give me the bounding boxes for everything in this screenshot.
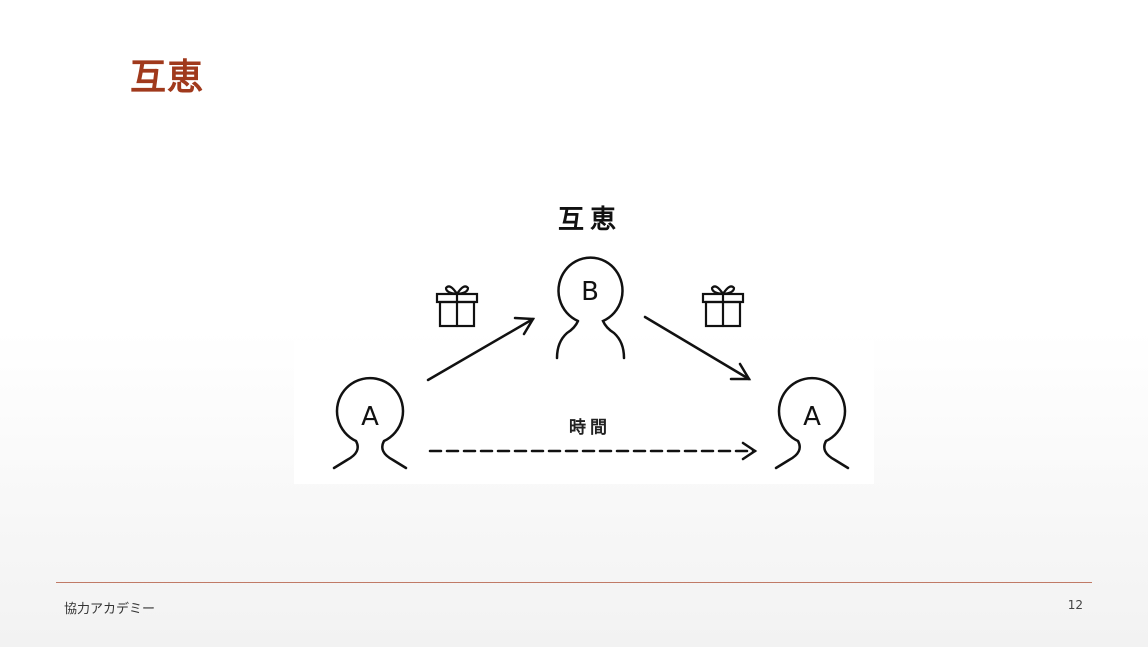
person-a-left-label: A: [361, 402, 379, 432]
footer-text: 協力アカデミー: [64, 602, 156, 617]
gift-icon: [701, 285, 745, 328]
person-a-right: A: [774, 376, 850, 470]
diagram-heading: 互恵: [558, 205, 622, 235]
time-label: 時間: [569, 417, 611, 438]
person-b: B: [555, 256, 626, 360]
arrow-a-to-b: [426, 316, 536, 382]
slide-title: 互恵: [130, 57, 205, 98]
person-a-right-label: A: [803, 402, 821, 432]
person-a-left: A: [332, 376, 408, 470]
arrow-b-to-a: [643, 315, 752, 381]
gift-icon: [435, 285, 479, 328]
time-arrow: [428, 441, 758, 461]
person-b-label: B: [581, 277, 599, 307]
footer-divider: [56, 582, 1092, 583]
page-number: 12: [1067, 598, 1083, 612]
